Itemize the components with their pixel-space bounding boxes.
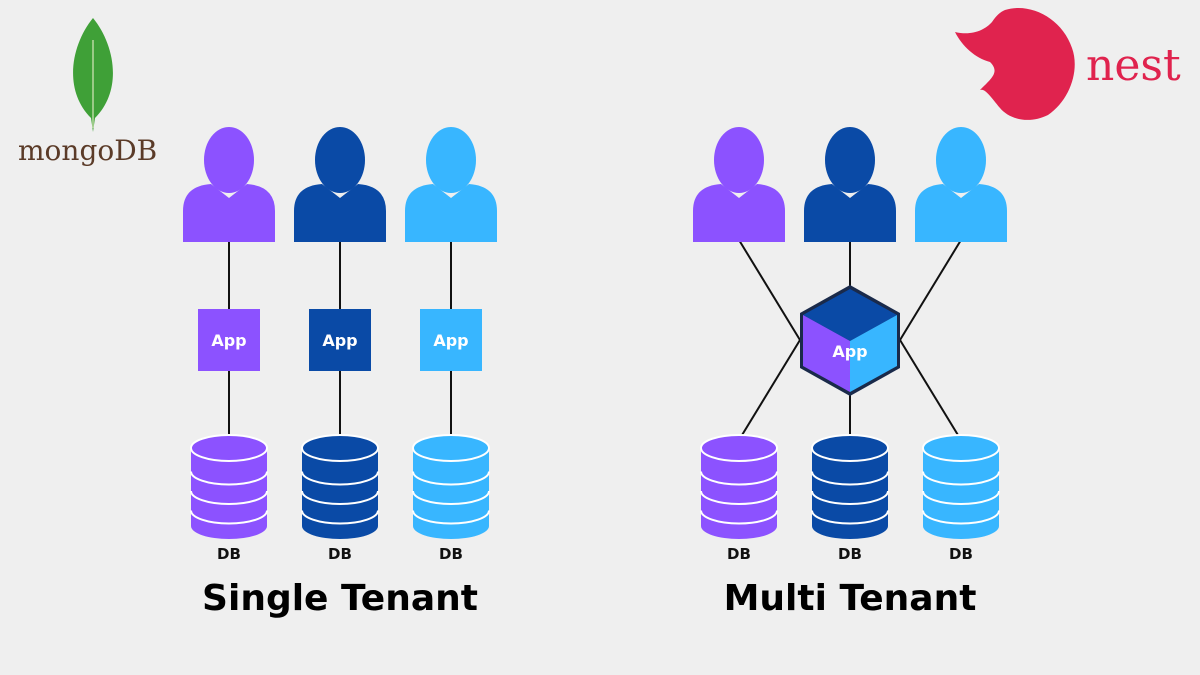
single-tenant-title: Single Tenant [202, 578, 478, 619]
user-icon [915, 127, 1007, 242]
nest-logo-text: nest [1086, 40, 1181, 91]
user-icon [405, 127, 497, 242]
connector-line [899, 339, 962, 441]
connector-line [899, 239, 962, 341]
database-icon [190, 434, 268, 539]
db-label: DB [439, 545, 463, 563]
mongodb-logo: mongoDB [18, 18, 157, 167]
user-icon [183, 127, 275, 242]
connector-line [738, 339, 801, 441]
mongodb-logo-text: mongoDB [18, 134, 157, 167]
database-icon [301, 434, 379, 539]
user-icon [693, 127, 785, 242]
db-label: DB [217, 545, 241, 563]
user-icon [804, 127, 896, 242]
database-icon [811, 434, 889, 539]
database-icon [922, 434, 1000, 539]
shared-app-cube: App [800, 285, 900, 396]
db-label: DB [727, 545, 751, 563]
app-label: App [433, 331, 468, 350]
db-label: DB [949, 545, 973, 563]
app-label: App [322, 331, 357, 350]
app-box [309, 309, 371, 371]
nest-logo: nest [955, 7, 1181, 120]
app-label: App [832, 342, 867, 361]
db-label: DB [328, 545, 352, 563]
user-icon [294, 127, 386, 242]
database-icon [700, 434, 778, 539]
app-box [420, 309, 482, 371]
db-label: DB [838, 545, 862, 563]
database-icon [412, 434, 490, 539]
nest-cat-icon [955, 7, 1075, 120]
app-box [198, 309, 260, 371]
multi-tenant-title: Multi Tenant [724, 578, 977, 619]
connector-line [738, 239, 801, 341]
app-label: App [211, 331, 246, 350]
